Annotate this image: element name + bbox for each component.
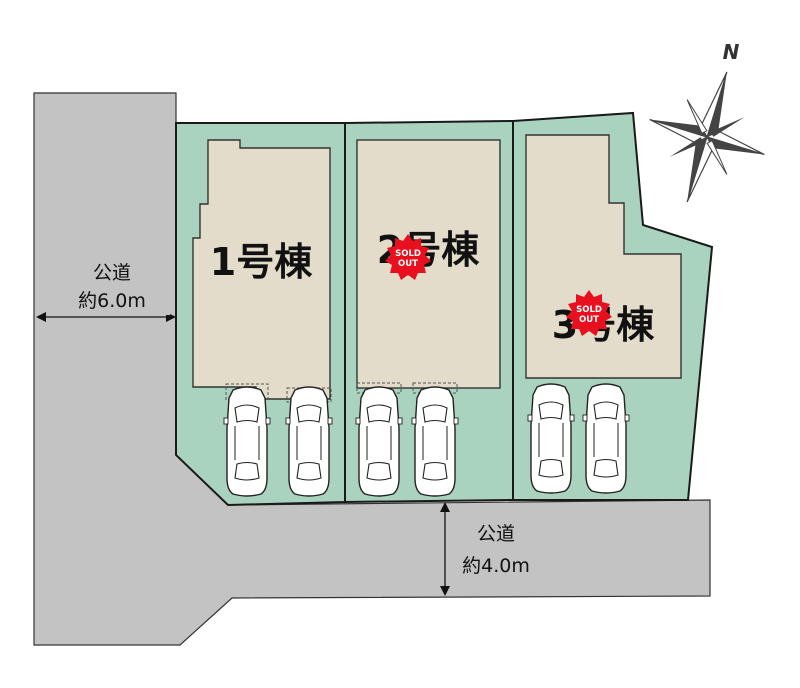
car-icon bbox=[285, 386, 333, 497]
car-icon bbox=[355, 386, 403, 497]
road-west-label: 公道 bbox=[93, 262, 131, 284]
compass-north-label: N bbox=[723, 40, 740, 64]
road-south-label: 公道 bbox=[477, 523, 515, 545]
lot-1-label: 1号棟 bbox=[210, 240, 313, 284]
road-west-width: 約6.0m bbox=[78, 290, 146, 312]
svg-text:OUT: OUT bbox=[579, 315, 599, 325]
sold-out-badge-lot-3: SOLD OUT bbox=[566, 290, 612, 336]
compass-rose-icon bbox=[649, 71, 765, 203]
car-icon bbox=[223, 386, 271, 497]
building-1 bbox=[192, 139, 331, 400]
building-3 bbox=[525, 134, 682, 379]
car-icon bbox=[411, 386, 459, 497]
building-2 bbox=[356, 139, 501, 389]
road-south-width: 約4.0m bbox=[462, 555, 530, 577]
parking-overlap-1a bbox=[225, 383, 269, 401]
svg-text:OUT: OUT bbox=[398, 259, 418, 269]
car-icon bbox=[582, 383, 630, 494]
sold-out-badge-lot-2: SOLD OUT bbox=[385, 234, 431, 280]
road-south-dimension-arrow bbox=[440, 502, 450, 596]
svg-text:SOLD: SOLD bbox=[576, 305, 602, 315]
car-icon bbox=[527, 383, 575, 494]
svg-text:SOLD: SOLD bbox=[395, 249, 421, 259]
